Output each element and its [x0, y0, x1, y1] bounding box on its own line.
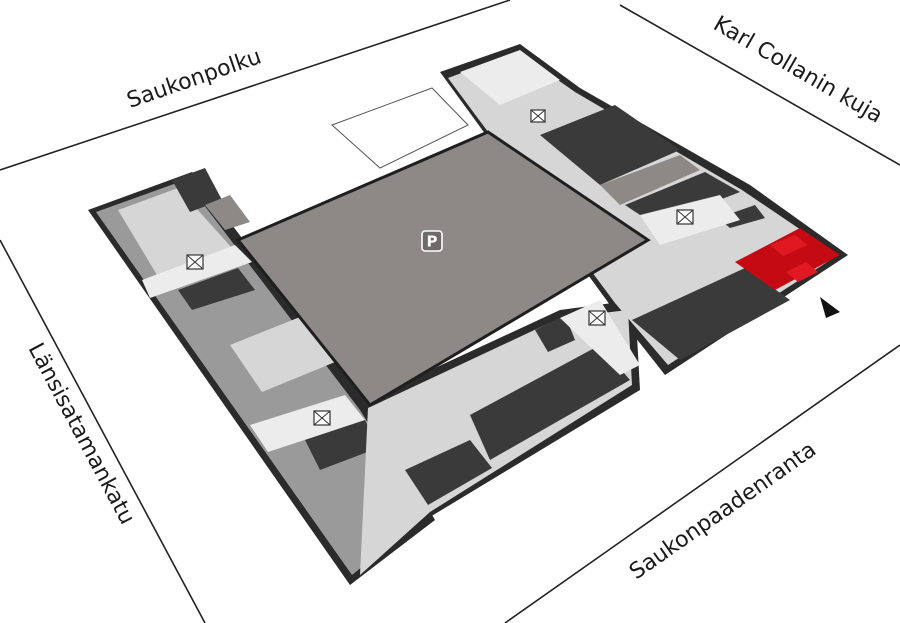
west-wing-dark-room-1 — [178, 268, 255, 310]
stairwell-icon — [313, 410, 331, 426]
south-wing-dark-room-1 — [470, 345, 630, 460]
west-wing-dark-room-2 — [305, 420, 378, 470]
stairwell-icon — [588, 310, 606, 326]
street-label-north: Saukonpolku — [124, 44, 265, 113]
south-wing-dark-room-3 — [535, 315, 575, 352]
parking-icon: P — [421, 230, 443, 252]
west-wing-corridor-1 — [142, 245, 252, 298]
stairwell-icon — [676, 209, 694, 225]
east-wing-light-room-top — [460, 50, 560, 105]
street-line-northeast — [619, 4, 900, 166]
parking-label: P — [427, 233, 438, 251]
entrance-arrow-icon — [820, 297, 840, 318]
courtyard-opening-outline — [331, 87, 469, 169]
street-line-north — [0, 0, 511, 171]
south-wing-corridor — [560, 300, 640, 375]
east-wing-dark-room-1 — [540, 105, 680, 185]
parking-connector-north — [205, 195, 250, 230]
east-wing-dark-room-3 — [632, 268, 790, 360]
west-wing-dark-room-top — [172, 168, 222, 212]
stairwell-icon — [186, 254, 204, 270]
highlighted-room[interactable] — [735, 228, 840, 290]
street-label-northeast: Karl Collanin kuja — [709, 12, 887, 129]
street-label-south: Saukonpaadenranta — [625, 437, 821, 585]
south-wing-dark-room-2 — [405, 440, 492, 505]
east-wing-mid-room — [600, 155, 700, 205]
street-line-west — [0, 239, 206, 623]
elevator-icon — [530, 109, 546, 123]
street-line-south — [504, 344, 900, 623]
street-label-west: Länsisatamankatu — [23, 339, 140, 529]
west-wing-corridor-2 — [250, 395, 365, 452]
parking-courtyard[interactable] — [235, 130, 651, 407]
